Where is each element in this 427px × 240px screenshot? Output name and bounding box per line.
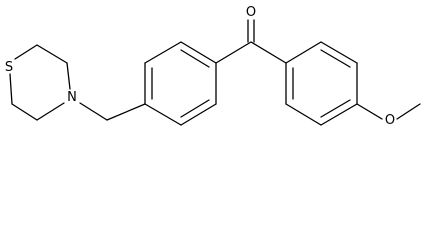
inner-bond-p5-p6 [320, 49, 351, 68]
bond-c2-n [66, 62, 71, 90]
bond-c1-c2 [36, 44, 68, 64]
bond-methoxy-oxygen-methyl [396, 103, 421, 120]
carbonyl-oxygen-label: O [246, 5, 256, 20]
bond-p6-p1 [285, 41, 322, 64]
methoxy-oxygen-label: O [385, 113, 395, 128]
inner-bond-b5-b6 [180, 99, 210, 118]
bond-p5-p6 [320, 41, 358, 64]
sulfur-atom-label: S [5, 60, 13, 75]
nitrogen-atom-label: N [67, 90, 77, 105]
bond-p2-p3 [285, 103, 322, 126]
bond-n-ch2 [79, 102, 108, 121]
central-benzene-ring [144, 41, 217, 126]
bond-c3-c4 [11, 103, 38, 121]
bond-carbonyl-ring [250, 41, 287, 64]
inner-bond-b3-b4 [180, 49, 210, 68]
structure-diagram: S N O O [5, 5, 421, 128]
thiomorpholine-ring [9, 44, 71, 121]
bond-b6-b1 [144, 103, 182, 126]
bond-b5-b6 [180, 103, 217, 126]
inner-bond-p3-p4 [320, 99, 351, 118]
bond-ring-methoxy-oxygen [356, 103, 383, 120]
bond-s-c1 [14, 44, 38, 60]
bond-b3-b4 [180, 41, 217, 64]
bond-c4-s [9, 73, 13, 105]
bond-b2-b3 [144, 41, 182, 64]
bond-n-c3 [36, 102, 65, 121]
bond-ring-carbonyl [215, 41, 252, 64]
bond-ch2-benzene [106, 103, 146, 121]
bond-p3-p4 [320, 103, 358, 126]
methoxyphenyl-ring [285, 41, 358, 126]
